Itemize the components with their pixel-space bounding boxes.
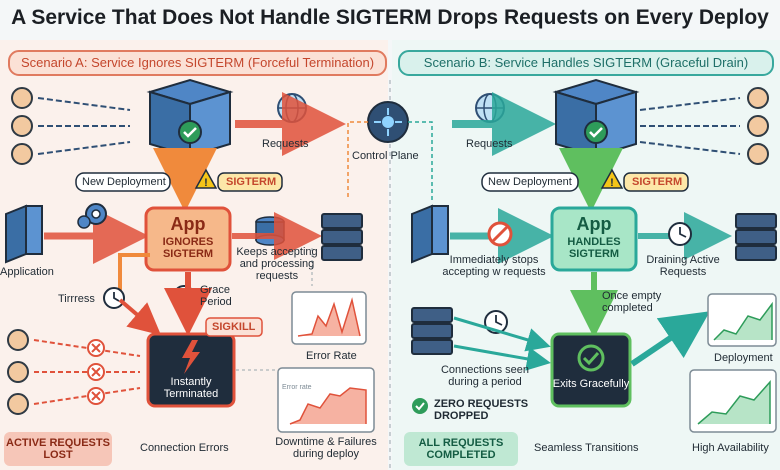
svg-text:!: ! xyxy=(204,177,208,189)
grace-period-label: Grace Period xyxy=(200,284,232,309)
zero-requests-label: ZERO REQUESTS DROPPED xyxy=(434,398,529,423)
app-title-a: App xyxy=(170,214,206,234)
user-icon xyxy=(11,87,33,165)
error-rate-label: Error Rate xyxy=(306,350,357,362)
warning-icon xyxy=(194,168,218,189)
new-deployment-label-a: New Deployment xyxy=(82,176,166,188)
server-icon xyxy=(411,204,449,264)
no-entry-icon xyxy=(487,221,513,247)
draining-label: Draining Active Requests xyxy=(646,254,720,279)
deployment-label: Deployment xyxy=(714,352,773,364)
check-icon xyxy=(178,120,202,144)
warning-icon xyxy=(600,168,624,189)
downtime-label: Downtime & Failures during deploy xyxy=(275,436,377,461)
sigterm-label-b: SIGTERM xyxy=(632,176,683,188)
server-icon xyxy=(411,307,453,355)
connections-seen-label: Connections seen during a period xyxy=(440,364,530,389)
app-subtitle-a: IGNORES SIGTERM xyxy=(162,236,214,260)
seamless-label: Seamless Transitions xyxy=(534,442,639,454)
user-icon xyxy=(7,329,29,415)
high-availability-label: High Availability xyxy=(692,442,769,454)
server-icon xyxy=(321,213,363,261)
sigkill-label: SIGKILL xyxy=(212,321,256,333)
database-icon xyxy=(255,216,285,246)
once-empty-label: Once empty completed xyxy=(602,290,662,315)
scenario-a-header: Scenario A: Service Ignores SIGTERM (For… xyxy=(8,50,387,76)
lightning-icon xyxy=(182,340,200,374)
user-icon xyxy=(747,87,769,165)
check-icon xyxy=(412,398,428,414)
active-requests-lost-box xyxy=(4,432,112,466)
exits-gracefully-label: Exits Gracefully xyxy=(552,378,630,390)
globe-icon xyxy=(277,93,307,123)
server-icon xyxy=(5,204,43,264)
application-label: Application xyxy=(0,266,54,278)
container-icon xyxy=(552,78,640,158)
server-icon xyxy=(735,213,777,261)
app-ignores-box xyxy=(144,206,232,272)
check-icon xyxy=(584,120,608,144)
container-icon xyxy=(146,78,234,158)
sigterm-label-a: SIGTERM xyxy=(226,176,277,188)
connection-errors-label: Connection Errors xyxy=(140,442,229,454)
keeps-accepting-label: Keeps accepting and processing requests xyxy=(236,246,318,283)
all-requests-completed-box xyxy=(404,432,518,466)
check-icon xyxy=(577,344,605,372)
globe-icon xyxy=(475,93,505,123)
immediately-stops-label: Immediately stops accepting w requests xyxy=(442,254,546,279)
instantly-terminated-label: Instantly Terminated xyxy=(163,376,219,400)
clock-icon xyxy=(668,222,692,246)
scenario-b-header: Scenario B: Service Handles SIGTERM (Gra… xyxy=(398,50,774,76)
app-subtitle-b: HANDLES SIGTERM xyxy=(567,236,621,260)
new-deployment-label-b: New Deployment xyxy=(488,176,572,188)
all-requests-completed-label: ALL REQUESTS COMPLETED xyxy=(418,437,504,461)
svg-text:!: ! xyxy=(610,177,614,189)
timeout-label: Tirrress xyxy=(58,293,95,305)
requests-label-b: Requests xyxy=(466,138,513,150)
control-plane-icon xyxy=(367,101,409,143)
active-requests-lost-label: ACTIVE REQUESTS LOST xyxy=(6,437,110,461)
requests-label-a: Requests xyxy=(262,138,309,150)
gear-icon xyxy=(77,203,107,229)
error-rate-axis-label: Error rate xyxy=(282,384,312,391)
app-title-b: App xyxy=(576,214,612,234)
app-handles-box xyxy=(550,206,638,272)
error-x-icon xyxy=(87,339,105,405)
control-plane-label: Control Plane xyxy=(352,150,419,162)
terminated-card xyxy=(146,332,236,408)
page-title: A Service That Does Not Handle SIGTERM D… xyxy=(11,6,769,29)
